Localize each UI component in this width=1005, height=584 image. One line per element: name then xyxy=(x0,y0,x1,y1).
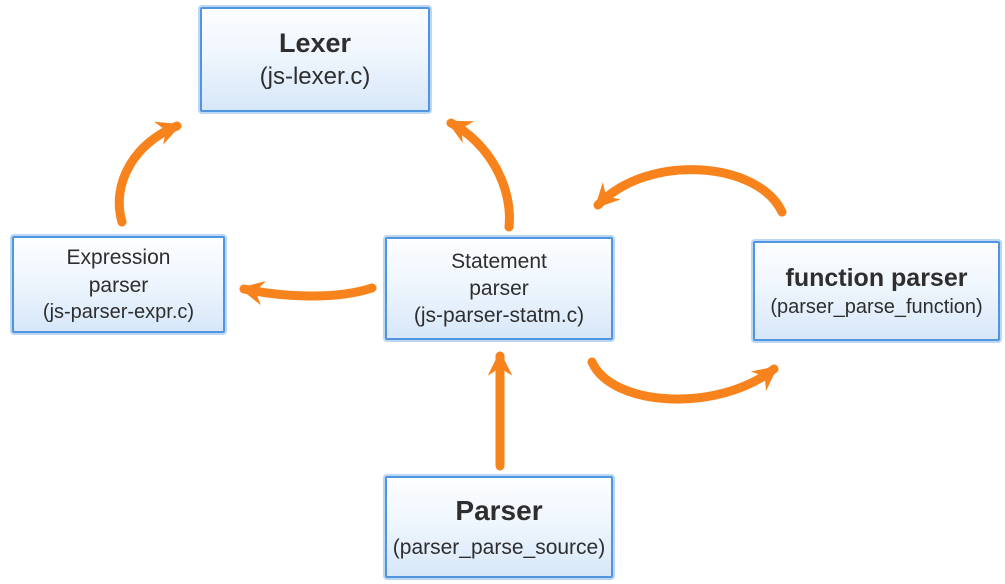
node-function-parser: function parser (parser_parse_function) xyxy=(753,241,1000,341)
node-function-parser-title: function parser xyxy=(785,263,968,292)
node-statement-parser-title: Statement parser xyxy=(451,249,547,300)
node-expression-parser: Expression parser (js-parser-expr.c) xyxy=(12,236,225,333)
node-statement-parser: Statement parser (js-parser-statm.c) xyxy=(385,237,613,340)
node-parser-title: Parser xyxy=(455,495,543,527)
arrow-statement-to-expression xyxy=(239,280,377,306)
node-expression-parser-title: Expression parser xyxy=(66,246,171,297)
arrow-statement-to-function xyxy=(587,357,779,404)
node-function-parser-subtitle: (parser_parse_function) xyxy=(770,296,983,319)
node-parser: Parser (parser_parse_source) xyxy=(385,476,613,578)
arrow-expression-to-lexer xyxy=(114,121,182,227)
arrow-function-to-statement xyxy=(593,165,787,217)
node-lexer: Lexer (js-lexer.c) xyxy=(200,7,430,112)
arrow-statement-to-lexer xyxy=(446,118,514,232)
node-lexer-subtitle: (js-lexer.c) xyxy=(259,63,371,91)
node-parser-subtitle: (parser_parse_source) xyxy=(392,535,606,559)
node-lexer-title: Lexer xyxy=(278,28,352,59)
node-expression-parser-subtitle: (js-parser-expr.c) xyxy=(42,300,195,323)
node-statement-parser-subtitle: (js-parser-statm.c) xyxy=(413,304,585,328)
